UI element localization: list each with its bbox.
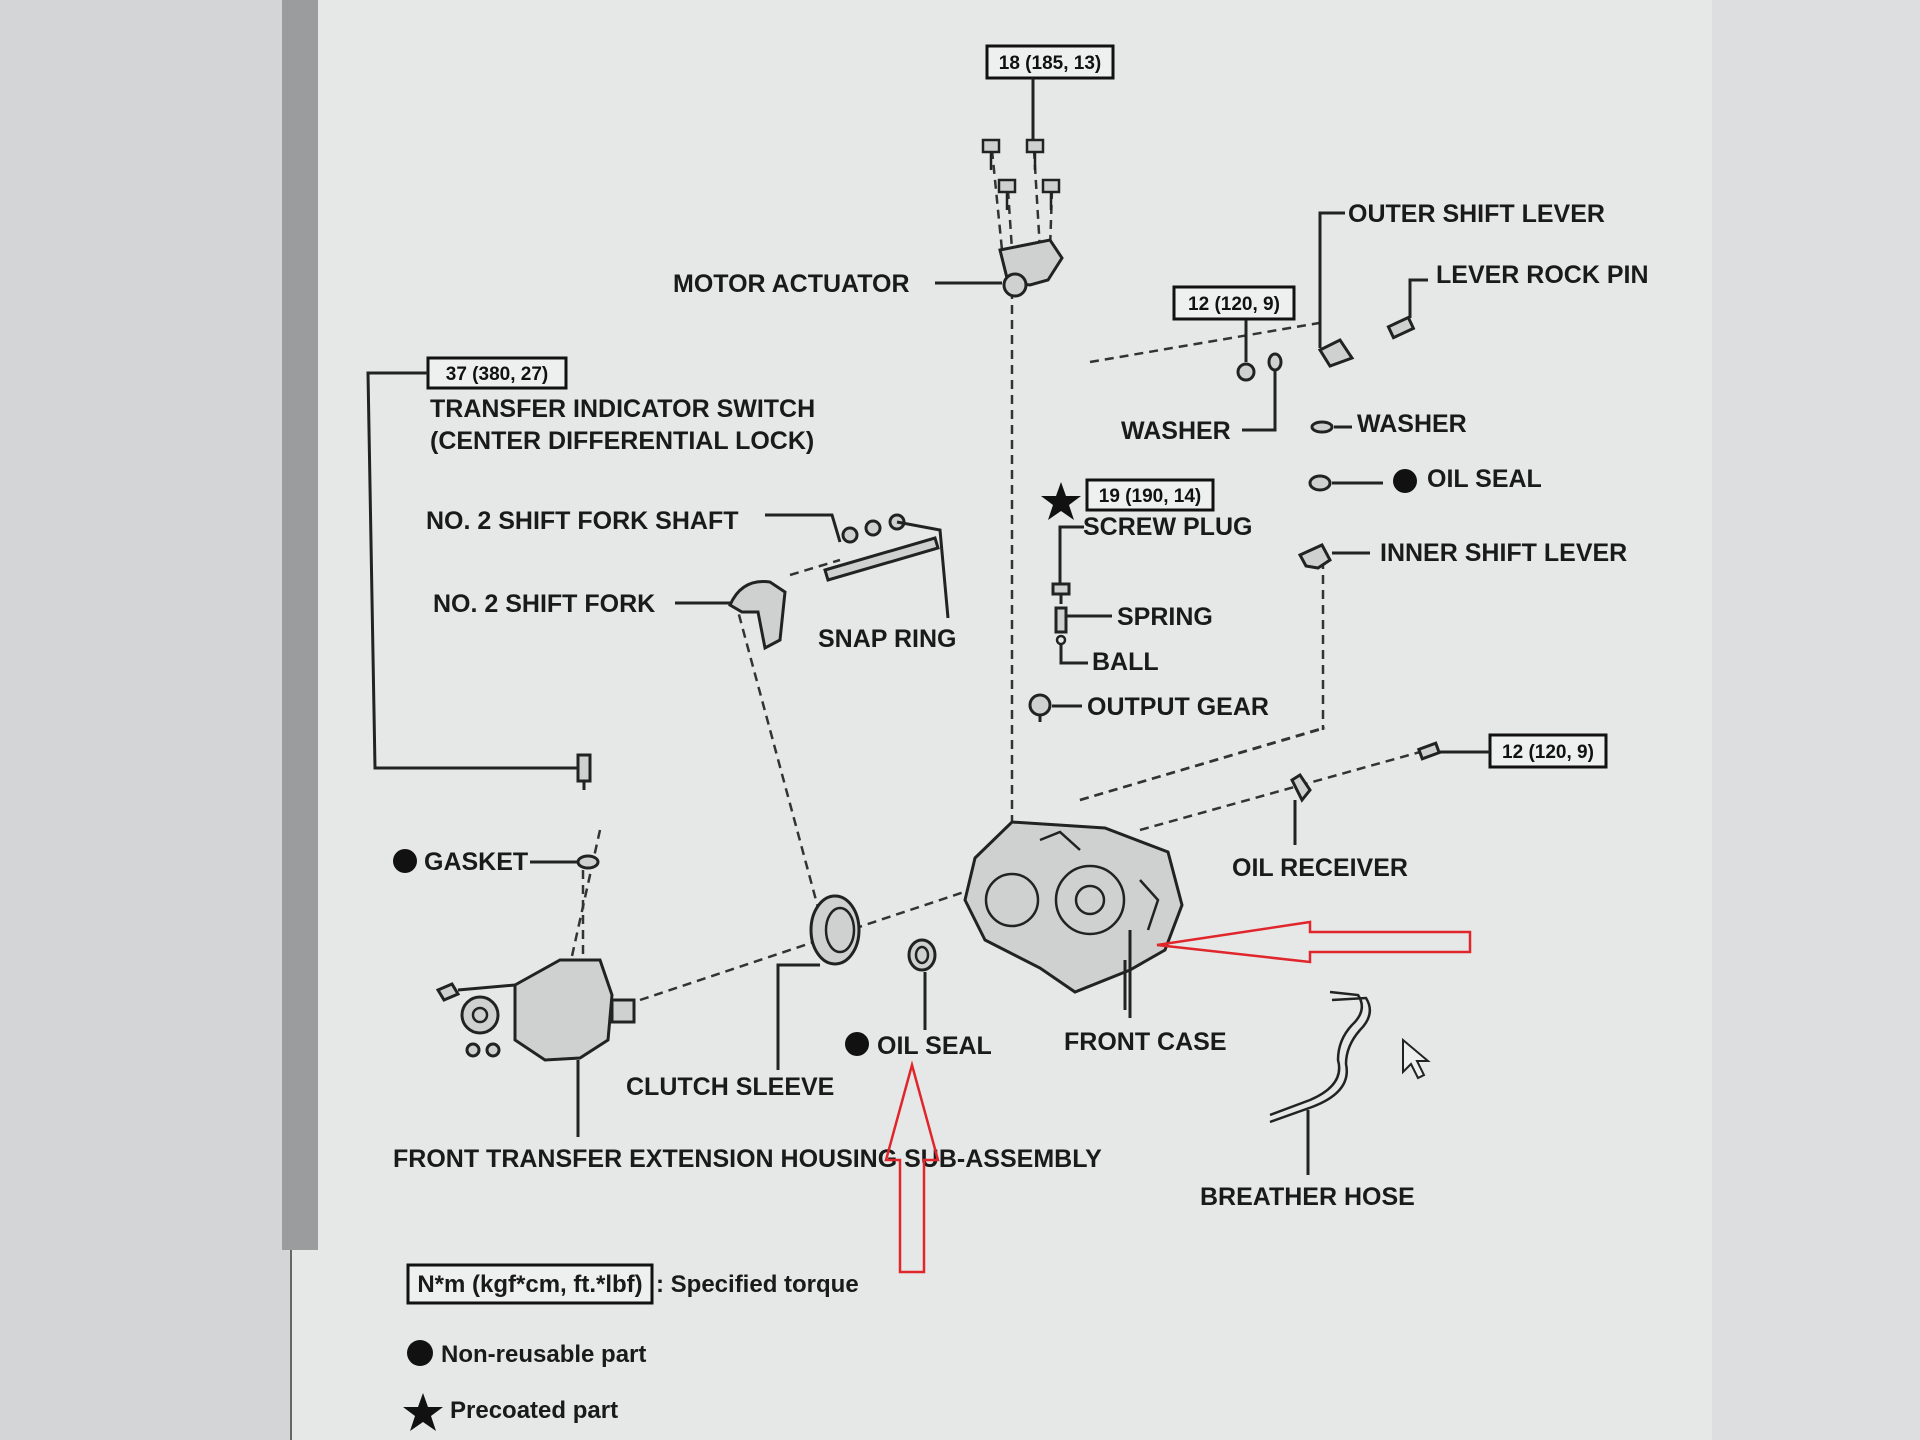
label-front-case: FRONT CASE [1064,1028,1227,1056]
label-no2-shift-fork-shaft: NO. 2 SHIFT FORK SHAFT [426,507,739,535]
torque-box-indicator-switch: 37 (380, 27) [426,356,568,390]
torque-box-top: 18 (185, 13) [985,44,1115,80]
washer-right-part [1310,420,1352,434]
filled-circle-icon [407,1340,433,1366]
front-case-part [963,820,1184,1018]
legend-torque-desc: : Specified torque [656,1271,859,1298]
output-gear-part [1028,693,1082,722]
oil-seal-lower-part [845,938,937,1056]
star-icon [1041,482,1081,520]
legend-torque-unit: N*m (kgf*cm, ft.*lbf) [417,1271,642,1298]
indicator-switch-leader [366,371,592,790]
svg-text:37 (380, 27): 37 (380, 27) [446,364,548,385]
label-washer-left: WASHER [1121,417,1231,445]
actuator-bolts [981,78,1061,210]
legend: N*m (kgf*cm, ft.*lbf) : Specified torque… [403,1263,859,1431]
label-front-transfer-extension-housing: FRONT TRANSFER EXTENSION HOUSING SUB-ASS… [393,1145,1102,1173]
label-breather-hose: BREATHER HOSE [1200,1183,1415,1211]
lever-nut-washer [1236,320,1283,432]
torque-box-oil-receiver: 12 (120, 9) [1488,733,1608,769]
label-motor-actuator: MOTOR ACTUATOR [673,270,910,298]
label-clutch-sleeve: CLUTCH SLEEVE [626,1073,834,1101]
label-output-gear: OUTPUT GEAR [1087,693,1269,721]
motor-actuator-part [935,238,1064,298]
filled-circle-icon [393,849,417,873]
label-lever-rock-pin: LEVER ROCK PIN [1436,261,1649,289]
inner-shift-lever-part [1297,543,1370,570]
oil-receiver-part [1290,741,1490,845]
label-ball: BALL [1092,648,1159,676]
red-annotation-arrow-up [884,1060,940,1274]
torque-box-screw-plug: 19 (190, 14) [1085,478,1215,512]
legend-torque-box [406,1263,654,1305]
extension-housing-part [435,958,636,1137]
filled-circle-icon [1393,469,1417,493]
label-oil-seal-lower: OIL SEAL [877,1032,992,1060]
legend-non-reusable: Non-reusable part [441,1341,646,1368]
label-screw-plug: SCREW PLUG [1083,513,1252,541]
vertical-scrollbar[interactable] [282,0,318,1250]
label-washer-right: WASHER [1357,410,1467,438]
star-icon [403,1393,443,1431]
torque-box-lever: 12 (120, 9) [1172,285,1296,321]
svg-text:18 (185, 13): 18 (185, 13) [999,53,1101,74]
left-panel [0,0,290,1440]
filled-circle-icon [845,1032,869,1056]
legend-precoated: Precoated part [450,1397,618,1424]
label-inner-shift-lever: INNER SHIFT LEVER [1380,539,1627,567]
svg-text:12 (120, 9): 12 (120, 9) [1188,294,1280,315]
right-panel [1712,0,1920,1440]
svg-text:12 (120, 9): 12 (120, 9) [1502,742,1594,763]
label-oil-receiver: OIL RECEIVER [1232,854,1408,882]
screw-plug-assembly [1041,482,1112,665]
label-no2-shift-fork: NO. 2 SHIFT FORK [433,590,655,618]
clutch-sleeve-part [776,894,861,1070]
oil-seal-upper-part [1308,469,1417,493]
shift-fork-shaft-part [765,513,950,619]
label-oil-seal-upper: OIL SEAL [1427,465,1542,493]
outer-shift-lever-part [1317,211,1428,368]
label-center-differential-lock: (CENTER DIFFERENTIAL LOCK) [430,427,814,455]
gasket-part [393,849,600,873]
mouse-pointer-icon [1402,1037,1431,1080]
label-gasket: GASKET [424,848,528,876]
svg-text:19 (190, 14): 19 (190, 14) [1099,486,1201,507]
shift-fork-part [675,579,787,651]
red-annotation-arrow-right [1156,920,1472,964]
breather-hose-part [1269,990,1372,1175]
label-transfer-indicator-switch: TRANSFER INDICATOR SWITCH [430,395,815,423]
label-snap-ring: SNAP RING [818,625,956,653]
label-outer-shift-lever: OUTER SHIFT LEVER [1348,200,1605,228]
label-spring: SPRING [1117,603,1213,631]
